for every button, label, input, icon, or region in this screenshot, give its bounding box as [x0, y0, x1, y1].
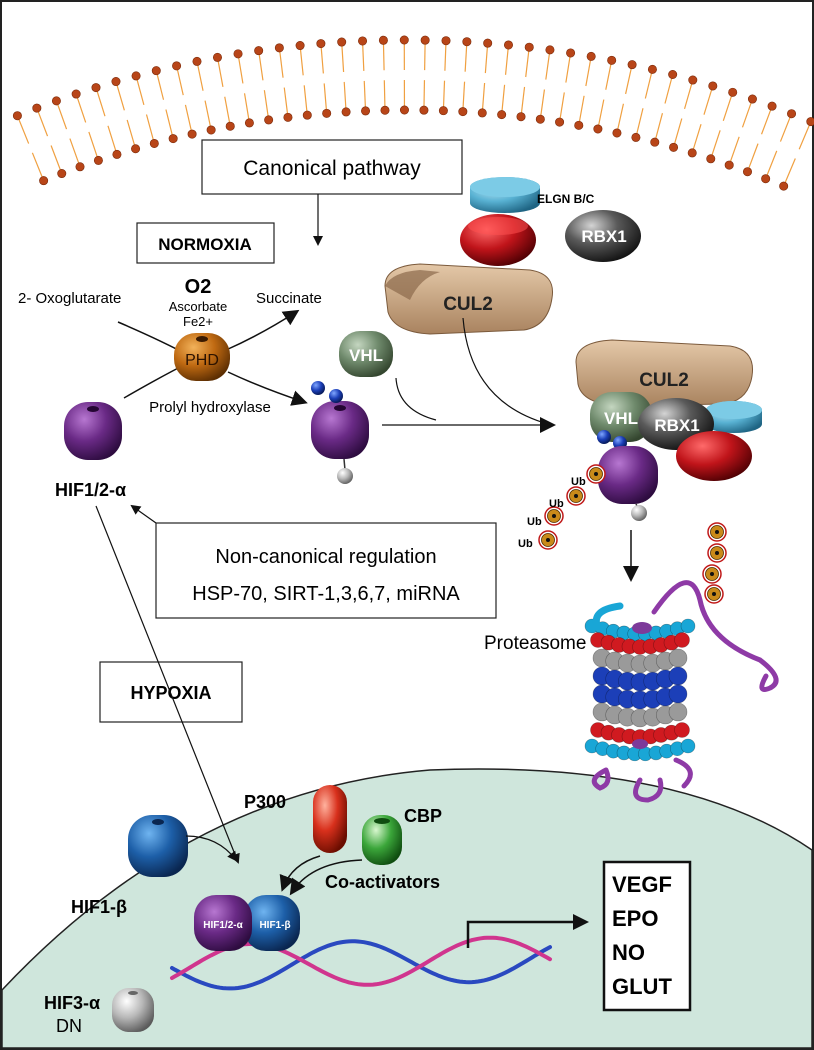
dimer-alpha-label: HIF1/2-α [203, 920, 243, 931]
hif-dimer [194, 895, 300, 951]
succinate-label: Succinate [256, 290, 322, 307]
vhl-complex-protein [590, 392, 652, 442]
prolyl-hydroxylase-label: Prolyl hydroxylase [149, 399, 271, 416]
vhl-protein [339, 331, 393, 377]
target-genes-box [602, 860, 692, 1012]
target-gene: NO [612, 940, 645, 965]
vhl-label: VHL [349, 346, 383, 365]
non-canonical-arrow [130, 504, 157, 524]
ub-label: Ub [527, 516, 542, 528]
rbx1-protein [565, 210, 641, 262]
target-gene: VEGF [612, 872, 672, 897]
cbp-label: CBP [404, 806, 442, 826]
elgn-bc-protein [460, 177, 540, 266]
silver-tag [337, 468, 353, 484]
target-gene: EPO [612, 906, 658, 931]
cbp-protein [362, 815, 402, 865]
hif3-alpha-protein [112, 988, 154, 1032]
coactivator-arrow [289, 859, 363, 896]
ub-label: Ub [518, 538, 533, 550]
coactivators-label: Co-activators [325, 872, 440, 892]
vhl-to-complex-line [395, 377, 437, 421]
o2-label: O2 [185, 276, 212, 298]
hydroxylation-arrow [227, 371, 308, 406]
ascorbate-label: Ascorbate [169, 299, 228, 314]
hif-alpha-label: HIF1/2-α [55, 480, 126, 500]
hif1-beta-dimer [244, 895, 300, 951]
hif-alpha-to-nucleus-arrow [95, 505, 240, 864]
ub-label: Ub [571, 476, 586, 488]
dimer-beta-label: HIF1-β [259, 920, 290, 931]
cul2-complex-label: CUL2 [639, 370, 689, 391]
elgn-bc-label: ELGN B/C [537, 192, 595, 206]
hif-alpha-protein [64, 402, 122, 460]
normoxia-label: NORMOXIA [158, 235, 252, 254]
target-gene: GLUT [612, 974, 672, 999]
rbx1-label: RBX1 [581, 227, 626, 246]
hif3-alpha-label: HIF3-α [44, 993, 100, 1013]
hif-alpha-dimer [194, 895, 252, 951]
cul2-protein [384, 263, 554, 335]
phd-protein [174, 333, 230, 381]
ubiquitin-chain [538, 464, 727, 604]
hydroxyl-group [329, 389, 343, 403]
canonical-pathway-box [201, 139, 463, 195]
ub-label: Ub [549, 498, 564, 510]
oxoglutarate-label: 2- Oxoglutarate [18, 290, 121, 307]
non-canonical-list: HSP-70, SIRT-1,3,6,7, miRNA [192, 583, 460, 605]
fe-label: Fe2+ [183, 314, 213, 329]
p300-label: P300 [244, 792, 286, 812]
cell-membrane [12, 35, 814, 191]
hif1-beta-label: HIF1-β [71, 897, 127, 917]
non-canonical-box [155, 522, 497, 619]
hydroxyl-group [311, 381, 325, 395]
cul2-to-complex-line [462, 317, 549, 425]
proteasome [584, 580, 779, 803]
normoxia-box [136, 222, 275, 264]
vhl-complex-label: VHL [604, 409, 638, 428]
hif1-beta-protein [128, 815, 188, 877]
e3-ligase-complex [575, 339, 762, 521]
rbx1-complex-label: RBX1 [654, 416, 699, 435]
succinate-arrow [225, 309, 300, 351]
hydroxylated-hif-alpha [311, 381, 369, 484]
hypoxia-box [99, 661, 243, 723]
proteasome-label: Proteasome [484, 633, 586, 654]
p300-protein [313, 785, 347, 853]
hif-alpha-complex [598, 446, 658, 504]
transcription-arrow [466, 914, 589, 948]
canonical-pathway-label: Canonical pathway [243, 157, 421, 180]
dn-label: DN [56, 1016, 82, 1036]
hif1-beta-arrow [185, 835, 238, 862]
non-canonical-title: Non-canonical regulation [215, 546, 436, 568]
elgn-complex-red [676, 431, 752, 481]
phd-label: PHD [185, 352, 219, 369]
cul2-label: CUL2 [443, 294, 493, 315]
p300-arrow [279, 855, 321, 892]
